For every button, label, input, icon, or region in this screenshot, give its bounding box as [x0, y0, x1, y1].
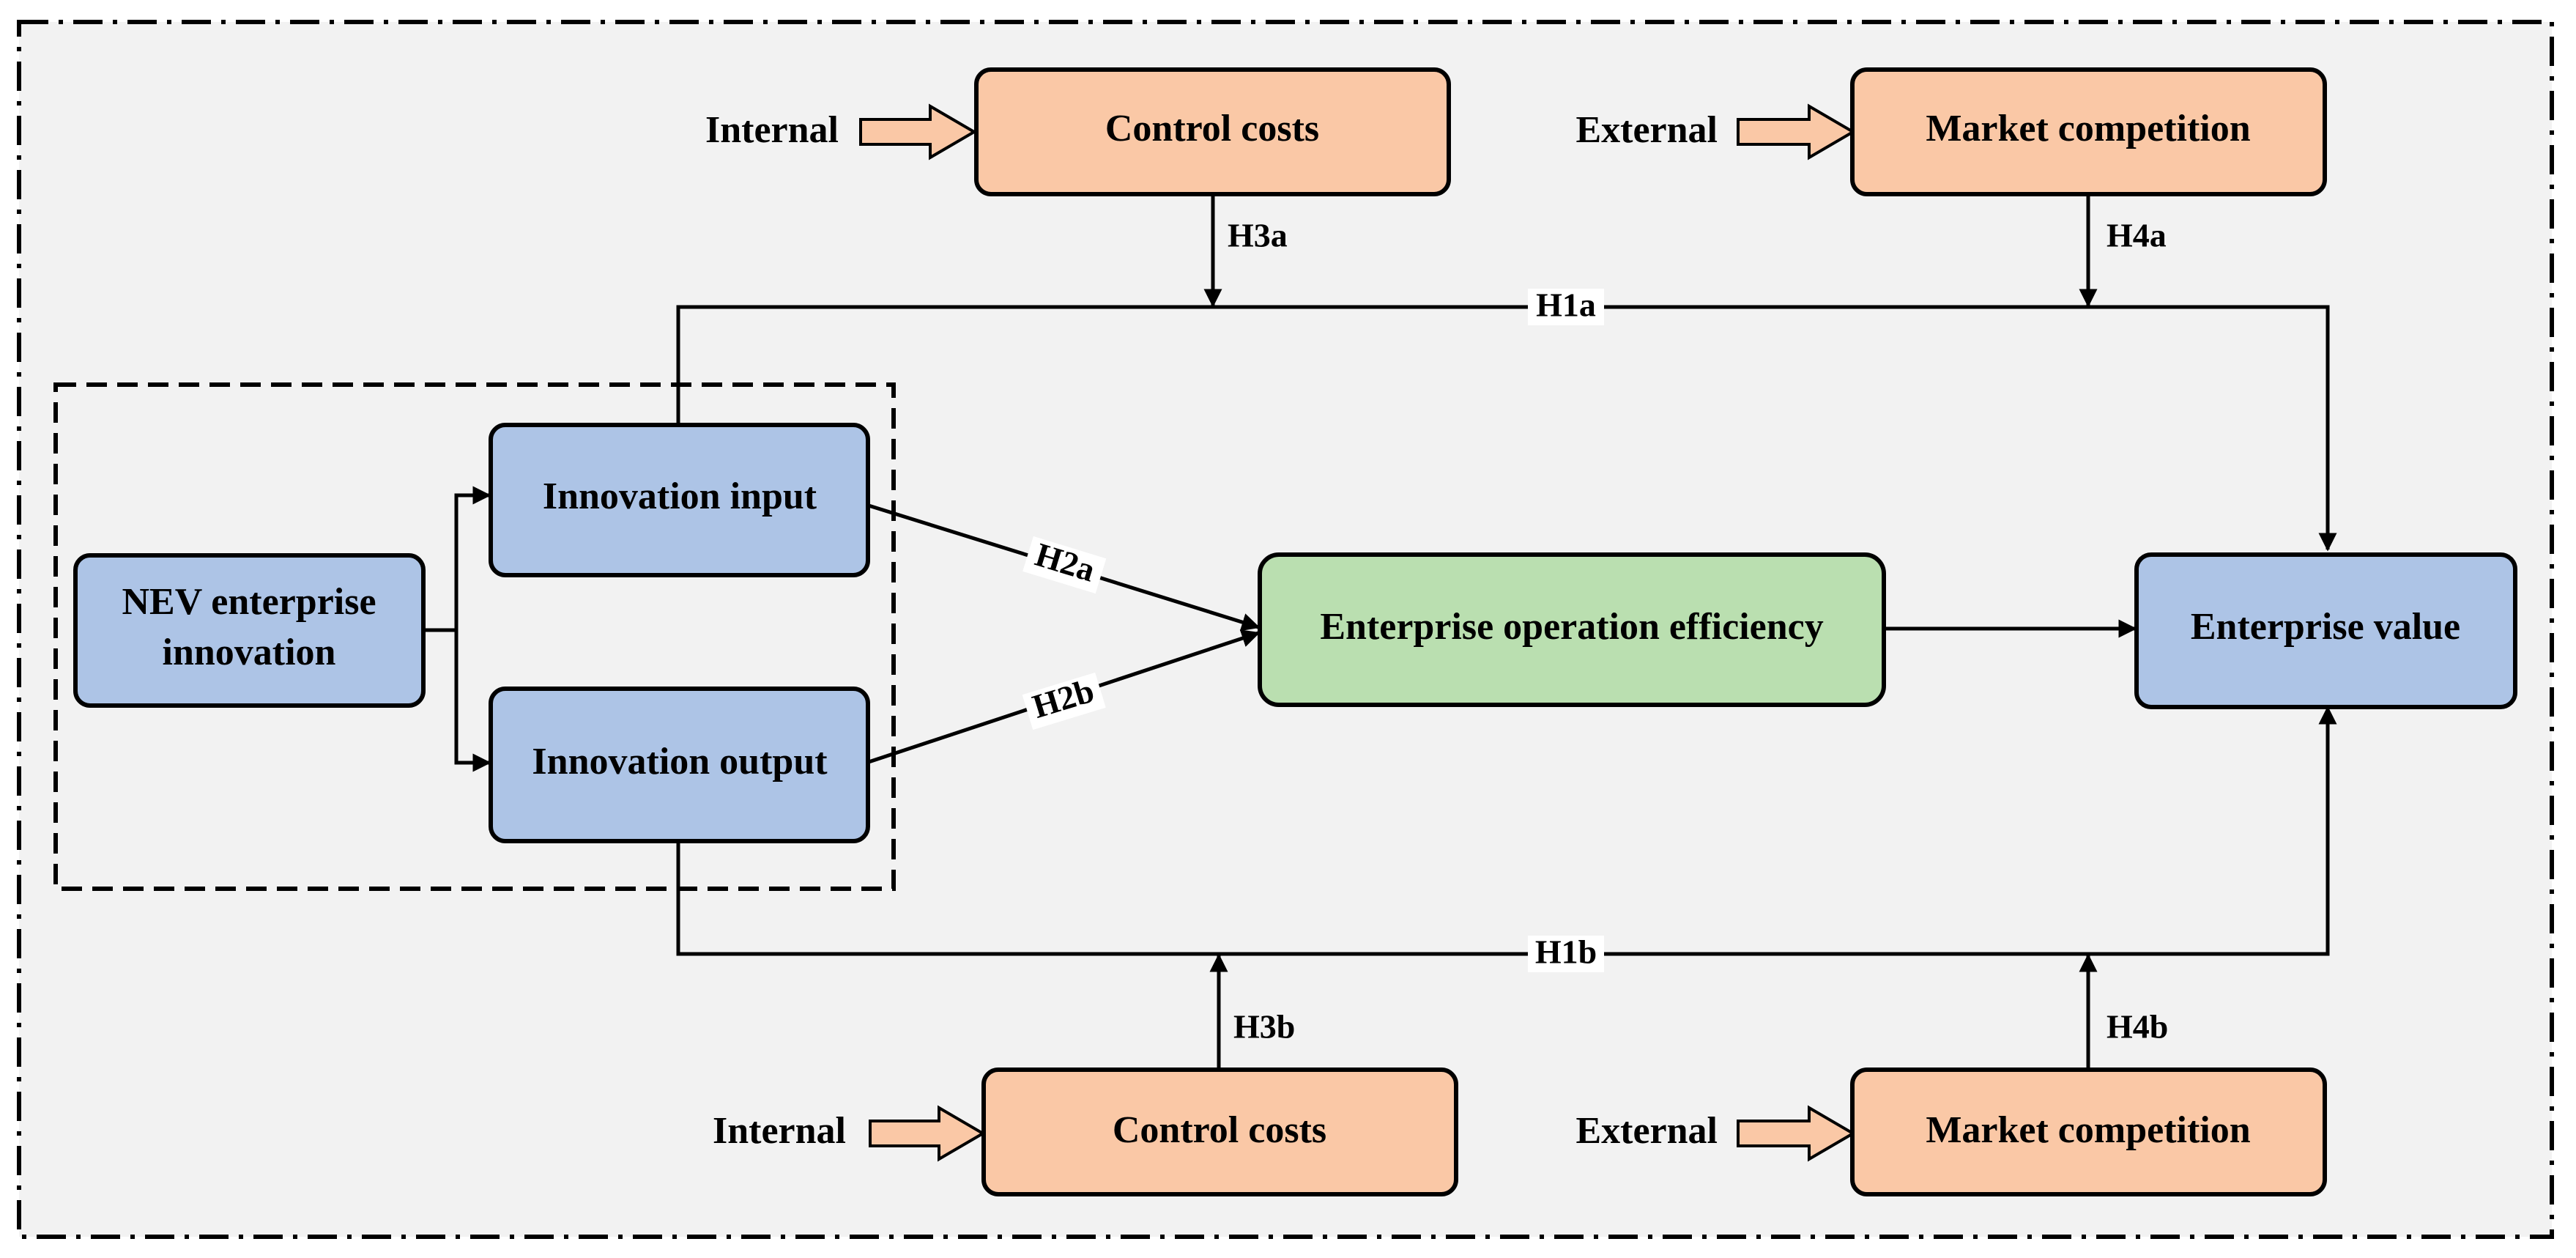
- nev-innovation-box: [73, 553, 426, 708]
- external-bottom-arrow: [1737, 1105, 1856, 1162]
- market-competition-bottom-label: Market competition: [1926, 1109, 2250, 1151]
- innovation-output-box: [489, 687, 870, 843]
- innovation-input-label: Innovation input: [543, 476, 817, 517]
- enterprise-value-label: Enterprise value: [2191, 606, 2460, 648]
- nev-innovation-label-line2: innovation: [163, 632, 336, 673]
- control-costs-top-box: [974, 67, 1451, 196]
- internal-top-arrow: [859, 103, 977, 160]
- h3a-label: H3a: [1228, 217, 1288, 254]
- external-top-arrow: [1737, 103, 1856, 160]
- market-competition-top-box: [1850, 67, 2327, 196]
- market-competition-top-label: Market competition: [1926, 108, 2250, 149]
- external-bottom-label: External: [1575, 1110, 1718, 1152]
- nev-innovation-label-line1: NEV enterprise: [122, 581, 376, 623]
- innovation-output-label: Innovation output: [532, 741, 828, 782]
- h1b-label-bg: [1528, 936, 1604, 972]
- h1b-label: H1b: [1535, 933, 1597, 971]
- h1a-label: H1a: [1536, 286, 1596, 324]
- control-costs-bottom-label: Control costs: [1113, 1109, 1326, 1151]
- h4a-label: H4a: [2107, 217, 2167, 254]
- h4b-label: H4b: [2107, 1008, 2168, 1046]
- h3b-label: H3b: [1233, 1008, 1295, 1046]
- h2a-label-bg: [1022, 536, 1107, 594]
- h1b-path: [676, 706, 2337, 956]
- control-costs-bottom-box: [981, 1068, 1458, 1196]
- external-top-label: External: [1575, 109, 1718, 151]
- innovation-group-frame: [53, 382, 896, 891]
- nev-to-input: [454, 486, 491, 630]
- internal-bottom-label: Internal: [713, 1110, 846, 1152]
- operation-efficiency-label: Enterprise operation efficiency: [1320, 606, 1823, 648]
- control-costs-top-label: Control costs: [1105, 108, 1319, 149]
- innovation-input-box: [489, 423, 870, 577]
- operation-efficiency-box: [1258, 552, 1886, 707]
- h1a-path: [676, 305, 2337, 552]
- h1a-label-bg: [1528, 289, 1604, 325]
- internal-top-label: Internal: [705, 109, 839, 151]
- enterprise-value-box: [2134, 552, 2517, 709]
- nev-to-output: [454, 630, 491, 772]
- h2b-label-bg: [1022, 672, 1106, 730]
- market-competition-bottom-box: [1850, 1068, 2327, 1196]
- internal-bottom-arrow: [869, 1105, 986, 1162]
